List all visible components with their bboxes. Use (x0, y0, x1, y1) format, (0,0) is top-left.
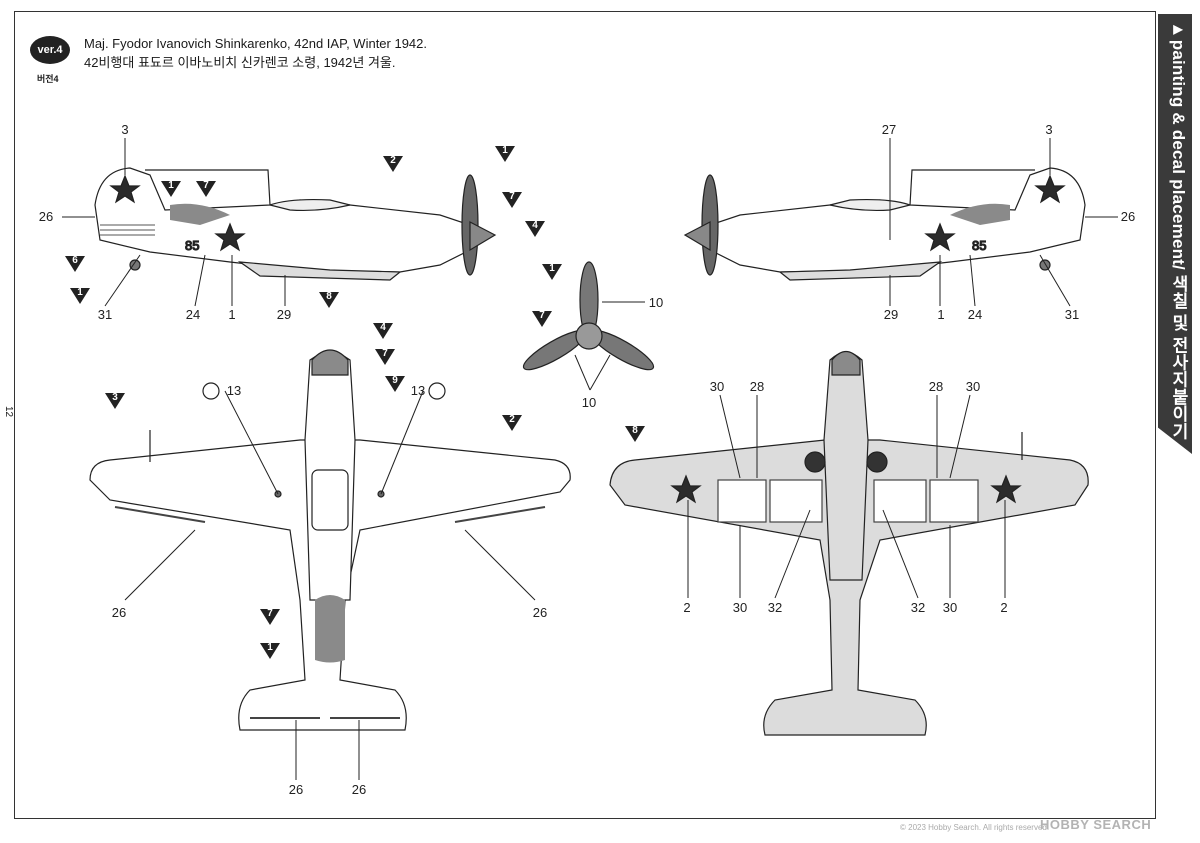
callout-number: 26 (1121, 209, 1135, 224)
callout-number: 26 (352, 782, 366, 797)
callout-number: 7 (382, 348, 388, 359)
top-view (89, 349, 571, 731)
callout-number: 3 (112, 392, 118, 403)
callout-number: 7 (539, 310, 545, 321)
callout-number: 26 (112, 605, 126, 620)
triangle-callout-labels: 1 7 2 1 7 4 6 1 8 1 7 4 7 9 3 2 7 1 8 (72, 145, 638, 653)
scheme-title: Maj. Fyodor Ivanovich Shinkarenko, 42nd … (84, 34, 427, 72)
aircraft-number: 85 (972, 238, 986, 253)
right-side-profile: 85 (683, 167, 1086, 281)
aircraft-number: 85 (185, 238, 199, 253)
callout-number: 30 (943, 600, 957, 615)
section-tab-label: ▶ painting & decal placement/ 색칠 및 전사지붙이… (1166, 22, 1191, 440)
callout-number: 2 (390, 155, 396, 166)
callout-number: 7 (509, 191, 515, 202)
callout-number: 2 (509, 414, 515, 425)
section-tab (1158, 14, 1192, 454)
callout-number: 30 (710, 379, 724, 394)
leader-lines (62, 138, 1118, 780)
callout-number: 1 (77, 287, 83, 298)
callout-number: 26 (289, 782, 303, 797)
number-callouts: 3 26 31 24 1 29 27 3 26 31 24 1 29 10 10… (39, 122, 1135, 797)
callout-number: 32 (911, 600, 925, 615)
version-label: ver.4 (37, 44, 63, 56)
callout-number: 1 (228, 307, 235, 322)
callout-number: 3 (121, 122, 128, 137)
callout-number: 2 (683, 600, 690, 615)
callout-number: 31 (98, 307, 112, 322)
play-arrow-icon: ▶ (1171, 22, 1185, 40)
callout-number: 8 (632, 425, 638, 436)
callout-number: 4 (380, 322, 386, 333)
callout-number: 8 (326, 291, 332, 302)
callout-number: 1 (937, 307, 944, 322)
callout-number: 31 (1065, 307, 1079, 322)
propeller-diagram (522, 261, 655, 371)
callout-number: 4 (532, 220, 538, 231)
callout-number: 1 (502, 145, 508, 156)
callout-number: 28 (929, 379, 943, 394)
callout-number: 26 (533, 605, 547, 620)
callout-number: 28 (750, 379, 764, 394)
callout-number: 6 (72, 255, 78, 266)
callout-number: 10 (649, 295, 663, 310)
callout-number: 3 (1045, 122, 1052, 137)
callout-number: 10 (582, 395, 596, 410)
version-badge: ver.4 (30, 36, 70, 64)
callout-number: 1 (549, 263, 555, 274)
callout-number: 1 (168, 180, 174, 191)
scheme-title-en: Maj. Fyodor Ivanovich Shinkarenko, 42nd … (84, 36, 428, 51)
callout-number: 9 (392, 375, 398, 386)
callout-number: 26 (39, 209, 53, 224)
callout-number: 30 (966, 379, 980, 394)
section-tab-text: painting & decal placement/ 색칠 및 전사지붙이기 (1169, 39, 1188, 440)
callout-number: 27 (882, 122, 896, 137)
callout-number: 7 (203, 180, 209, 191)
bottom-view (609, 350, 1089, 736)
callout-number: 32 (768, 600, 782, 615)
callout-number: 29 (277, 307, 291, 322)
callout-number: 29 (884, 307, 898, 322)
callout-number: 13 (411, 383, 425, 398)
watermark-copyright: © 2023 Hobby Search. All rights reserved… (900, 823, 1050, 832)
callout-number: 2 (1000, 600, 1007, 615)
version-sub-label: 버전4 (37, 74, 59, 84)
callout-number: 24 (968, 307, 982, 322)
callout-number: 7 (267, 608, 273, 619)
scheme-title-ko: 42비행대 표됴르 이바노비치 신카렌코 소령, 1942년 겨울. (84, 55, 396, 70)
callout-number: 1 (267, 642, 273, 653)
page-number: 12 (3, 406, 14, 418)
callout-number: 30 (733, 600, 747, 615)
watermark-logo: HOBBY SEARCH (1040, 817, 1152, 832)
callout-number: 13 (227, 383, 241, 398)
callout-number: 24 (186, 307, 200, 322)
page-frame (14, 11, 1156, 819)
left-side-profile: 85 (94, 167, 497, 281)
